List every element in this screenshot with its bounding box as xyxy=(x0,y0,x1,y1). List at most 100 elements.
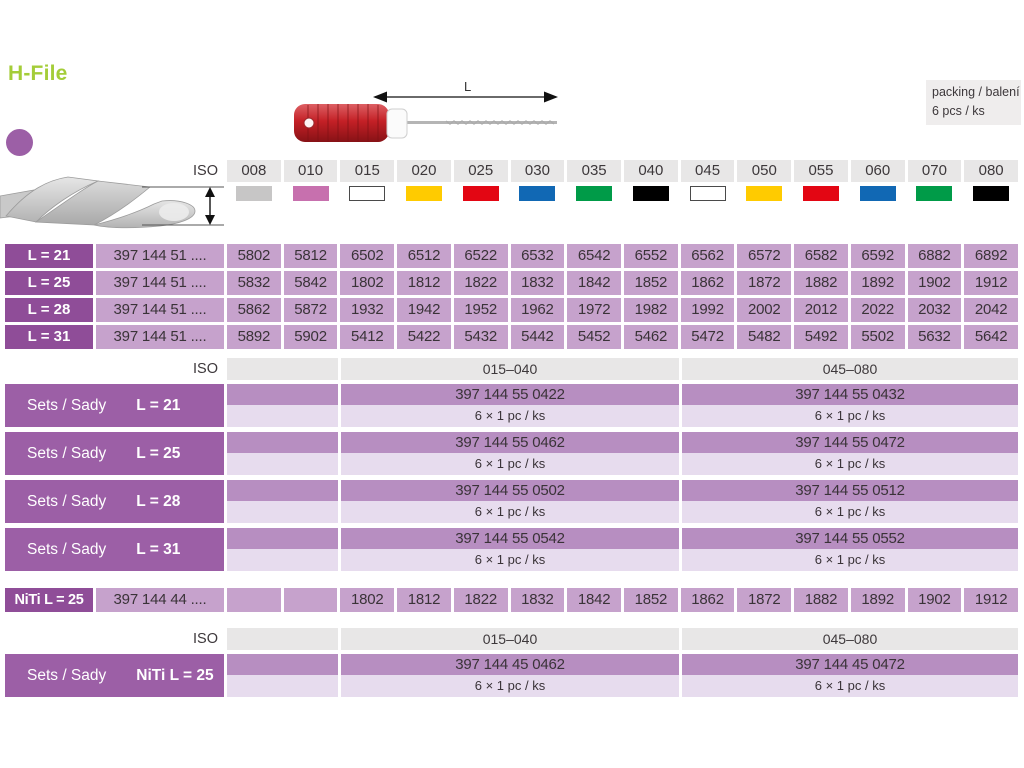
order-number: 1802 xyxy=(340,588,395,612)
sets-qty: 6 × 1 pc / ks xyxy=(341,453,679,475)
iso-color-swatch-row xyxy=(227,185,1018,201)
sets-row: Sets / Sady L = 25 397 144 55 0462 6 × 1… xyxy=(5,432,1018,475)
length-arrow-icon: L xyxy=(373,79,558,103)
order-number xyxy=(227,588,281,612)
iso-size-header: 030 xyxy=(510,160,565,182)
catalog-number: 397 144 51 .... xyxy=(96,325,224,349)
order-number: 1802 xyxy=(340,271,395,295)
sets-spacer-cell xyxy=(227,453,338,475)
order-number: 5892 xyxy=(227,325,281,349)
sets-qty: 6 × 1 pc / ks xyxy=(682,453,1018,475)
order-number: 1892 xyxy=(850,271,905,295)
order-number: 1812 xyxy=(397,588,451,612)
order-number: 1832 xyxy=(510,588,565,612)
order-number: 5832 xyxy=(227,271,281,295)
sets-qty: 6 × 1 pc / ks xyxy=(682,405,1018,427)
catalog-number: 397 144 51 .... xyxy=(96,244,224,268)
iso-color-swatch xyxy=(349,185,386,201)
packing-quantity: 6 pcs / ks xyxy=(932,104,985,119)
iso-color-swatch xyxy=(746,185,783,201)
sets-range-header: 015–040 xyxy=(341,628,679,650)
order-number: 5902 xyxy=(283,325,338,349)
sets-row: Sets / Sady L = 28 397 144 55 0502 6 × 1… xyxy=(5,480,1018,523)
table-row: L = 28 397 144 51 .... 5862 5872 1932 19… xyxy=(5,298,1018,322)
sets-range-header: 045–080 xyxy=(682,628,1018,650)
order-number: 5492 xyxy=(794,325,848,349)
iso-color-swatch xyxy=(576,185,613,201)
sets-code: 397 144 55 0472 xyxy=(682,432,1018,453)
sets-range-header: 015–040 xyxy=(341,358,679,380)
table-row: NiTi L = 25 397 144 44 .... 1802 1812 18… xyxy=(5,588,1018,612)
order-number: 6512 xyxy=(397,244,451,268)
sets-label-text: Sets / Sady xyxy=(27,444,107,462)
order-number: 1912 xyxy=(964,271,1018,295)
sets-qty: 6 × 1 pc / ks xyxy=(341,405,679,427)
order-number: 6582 xyxy=(794,244,848,268)
order-number: 1932 xyxy=(340,298,395,322)
row-label: L = 25 xyxy=(5,271,93,295)
iso-size-header: 080 xyxy=(964,160,1018,182)
sets-length-label: NiTi L = 25 xyxy=(136,666,214,684)
order-number: 5442 xyxy=(510,325,565,349)
sets-row-label: Sets / Sady L = 28 xyxy=(5,480,224,523)
order-number: 1842 xyxy=(567,588,621,612)
packing-label: packing / balení xyxy=(932,85,1020,99)
order-number: 1882 xyxy=(794,588,848,612)
order-number: 5842 xyxy=(283,271,338,295)
page-title: H-File xyxy=(8,62,68,85)
length-label: L xyxy=(464,79,471,94)
order-number: 6542 xyxy=(567,244,621,268)
order-number: 1832 xyxy=(510,271,565,295)
table-row: L = 25 397 144 51 .... 5832 5842 1802 18… xyxy=(5,271,1018,295)
catalog-number: 397 144 44 .... xyxy=(96,588,224,612)
category-dot-icon xyxy=(6,129,33,156)
niti-sets-table: Sets / Sady NiTi L = 25 397 144 45 0462 … xyxy=(5,654,1018,702)
sets-code: 397 144 55 0502 xyxy=(341,480,679,501)
sets-spacer-cell xyxy=(227,675,338,697)
iso-color-swatch xyxy=(462,185,499,201)
sets-spacer-cell xyxy=(227,480,338,501)
order-number: 6502 xyxy=(340,244,395,268)
order-number: 2012 xyxy=(794,298,848,322)
order-number: 1882 xyxy=(794,271,848,295)
sets-header-spacer xyxy=(227,358,338,380)
sets-length-label: L = 21 xyxy=(136,396,181,414)
order-number: 1842 xyxy=(567,271,621,295)
order-number: 1862 xyxy=(680,271,735,295)
diameter-arrow-icon xyxy=(142,186,224,226)
sets-row: Sets / Sady L = 31 397 144 55 0542 6 × 1… xyxy=(5,528,1018,571)
order-number-table: L = 21 397 144 51 .... 5802 5812 6502 65… xyxy=(5,244,1018,352)
order-number: 1852 xyxy=(624,271,678,295)
order-number: 1972 xyxy=(567,298,621,322)
order-number: 6562 xyxy=(680,244,735,268)
iso-color-swatch xyxy=(292,185,329,201)
order-number: 1822 xyxy=(453,588,508,612)
iso-color-swatch xyxy=(859,185,896,201)
order-number: 5812 xyxy=(283,244,338,268)
order-number: 6552 xyxy=(624,244,678,268)
sets-code: 397 144 45 0472 xyxy=(682,654,1018,675)
order-number: 2022 xyxy=(850,298,905,322)
iso-color-swatch xyxy=(405,185,442,201)
iso-size-header: 055 xyxy=(794,160,848,182)
sets-row-label: Sets / Sady L = 31 xyxy=(5,528,224,571)
order-number: 5862 xyxy=(227,298,281,322)
sets-length-label: L = 31 xyxy=(136,540,181,558)
table-row: L = 21 397 144 51 .... 5802 5812 6502 65… xyxy=(5,244,1018,268)
sets-label-text: Sets / Sady xyxy=(27,492,107,510)
sets-length-label: L = 25 xyxy=(136,444,181,462)
iso-size-header: 015 xyxy=(340,160,395,182)
order-number: 1902 xyxy=(907,588,962,612)
iso-size-header: 008 xyxy=(227,160,281,182)
sets-qty: 6 × 1 pc / ks xyxy=(682,501,1018,523)
order-number: 5502 xyxy=(850,325,905,349)
order-number: 6882 xyxy=(907,244,962,268)
order-number: 2032 xyxy=(907,298,962,322)
sets-code: 397 144 55 0542 xyxy=(341,528,679,549)
packing-info-box: packing / balení 6 pcs / ks xyxy=(926,80,1021,125)
order-number: 1892 xyxy=(850,588,905,612)
sets-code: 397 144 55 0462 xyxy=(341,432,679,453)
iso-size-header: 040 xyxy=(624,160,678,182)
order-number: 1902 xyxy=(907,271,962,295)
